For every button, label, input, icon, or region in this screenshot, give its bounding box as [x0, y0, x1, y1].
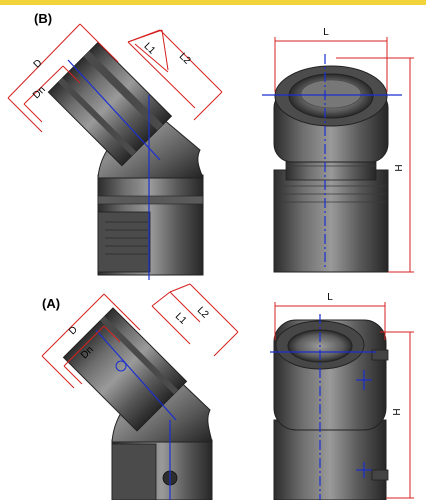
figure-a-tag: (A): [42, 296, 60, 311]
b-dimension-d: [7, 23, 119, 133]
figure-b-front-view: L H: [262, 27, 414, 273]
a-label-l: L: [327, 292, 333, 303]
thread-lines: [105, 221, 148, 255]
a-label-h: H: [392, 408, 403, 415]
a-side-diagonal-axis: [95, 329, 177, 421]
a-front-axes: [270, 314, 376, 500]
figure-a: (A) D: [41, 283, 414, 500]
b-front-bore-thread: [300, 79, 362, 109]
a-dimension-l: [274, 302, 386, 340]
a-terminal-marker: [115, 360, 127, 372]
accent-bar: [0, 0, 426, 5]
a-label-l1: L1: [173, 311, 189, 327]
a-terminal-bottom: [371, 469, 389, 481]
a-dimension-l1: [151, 291, 201, 345]
elbow-ring: [97, 195, 204, 205]
b-dimension-l2: [127, 29, 223, 121]
a-label-l2: L2: [195, 305, 211, 321]
angled-socket: [47, 41, 173, 167]
a-dimension-l2: [169, 283, 239, 357]
a-label-d: D: [67, 324, 80, 337]
b-dimension-h: [336, 57, 414, 273]
a-elbow-cutaway: [111, 443, 157, 500]
b-label-l2: L2: [177, 51, 193, 67]
b-label-d: D: [32, 58, 45, 71]
b-front-lower-body: [273, 169, 389, 273]
elbow-cutaway: [97, 211, 151, 273]
b-label-h: H: [394, 164, 405, 171]
a-dimension-d: [41, 293, 141, 389]
b-label-dn: Dn: [31, 84, 48, 101]
b-label-l: L: [323, 27, 329, 38]
figure-a-side-view: D Dn L1 L2: [41, 283, 239, 500]
a-front-lower-body: [273, 419, 387, 500]
b-side-diagonal-axis: [67, 59, 161, 161]
b-label-l1: L1: [142, 41, 158, 57]
a-dimension-dn: [63, 325, 121, 385]
b-dimension-dn: [23, 65, 81, 123]
a-terminal-top: [371, 349, 389, 361]
figure-b-tag: (B): [34, 11, 52, 26]
a-dimension-h: [380, 331, 414, 499]
figure-b: (B): [7, 11, 414, 280]
figure-a-front-view: L H: [270, 292, 414, 500]
b-dimension-l: [274, 37, 388, 92]
b-front-rings: [276, 157, 386, 203]
figure-b-side-view: D Dn L1 L2: [7, 23, 223, 280]
